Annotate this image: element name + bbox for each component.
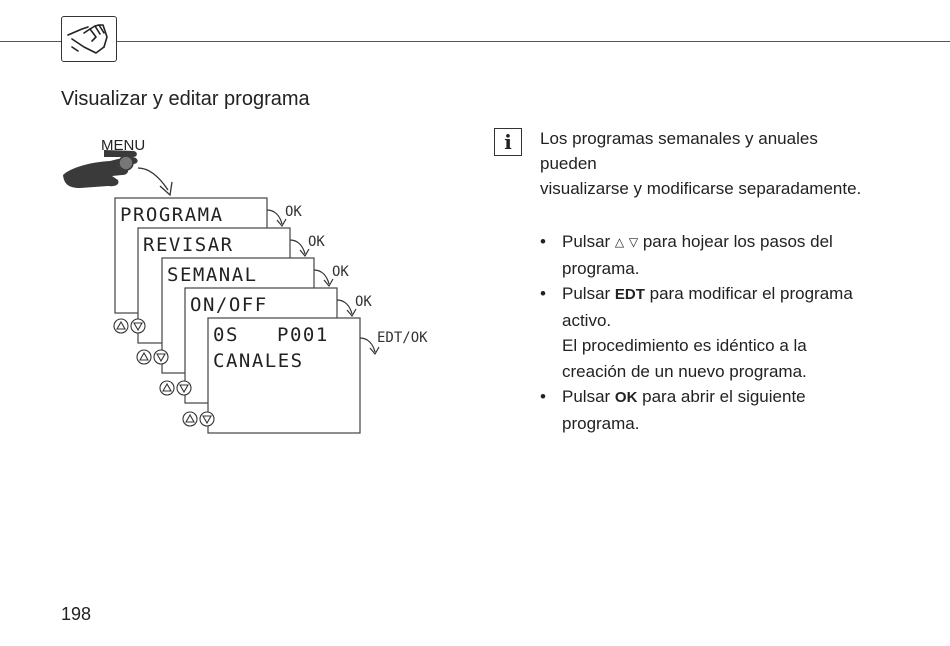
ok-key-label: OK (614, 389, 638, 406)
up-down-buttons-icon (136, 349, 169, 365)
info-paragraph: Los programas semanales y anuales pueden… (540, 126, 900, 201)
curved-arrow-icon (137, 167, 169, 191)
ok-label: OK (308, 234, 325, 250)
page-number: 198 (61, 604, 92, 624)
screen-label-revisar: REVISAR (143, 234, 234, 256)
info-line: Los programas semanales y anuales (540, 129, 818, 148)
edt-ok-label: EDT/OK (377, 330, 428, 346)
pointing-hand-icon (63, 150, 138, 188)
screen-label-semanal: SEMANAL (167, 264, 258, 286)
list-item: • Pulsar EDT para modificar el programa … (540, 284, 853, 381)
up-down-buttons-icon (182, 411, 215, 427)
screen-program-slot: 0S (213, 324, 239, 346)
ok-label: OK (332, 264, 349, 280)
hand-touch-icon (61, 16, 117, 62)
info-icon: i (494, 128, 522, 156)
screen-label-programa: PROGRAMA (120, 204, 224, 226)
ok-label: OK (285, 204, 302, 220)
edt-key-label: EDT (614, 286, 645, 303)
info-line: pueden (540, 154, 597, 173)
up-arrow-icon: △ (614, 235, 625, 249)
list-item: • Pulsar △ ▽ para hojear los pasos del p… (540, 232, 833, 278)
list-item: • Pulsar OK para abrir el siguiente prog… (540, 387, 806, 433)
info-line: visualizarse y modificarse separadamente… (540, 179, 862, 198)
down-arrow-icon: ▽ (628, 235, 639, 249)
menu-label: MENU (101, 137, 145, 154)
screen-label-on-off: ON/OFF (190, 294, 268, 316)
menu-navigation-diagram: MENU PROGRAMA REVISAR SEMANAL ON/OFF 0S … (60, 130, 460, 450)
up-down-buttons-icon (113, 318, 146, 334)
up-down-buttons-icon (159, 380, 192, 396)
lcd-screen-5: 0S P001 CANALES (207, 317, 361, 434)
page-title: Visualizar y editar programa (61, 88, 310, 110)
screen-program-number: P001 (277, 324, 329, 346)
screen-label-canales: CANALES (213, 350, 304, 372)
ok-label: OK (355, 294, 372, 310)
instruction-list: • Pulsar △ ▽ para hojear los pasos del p… (540, 229, 900, 436)
header-rule (0, 41, 950, 42)
